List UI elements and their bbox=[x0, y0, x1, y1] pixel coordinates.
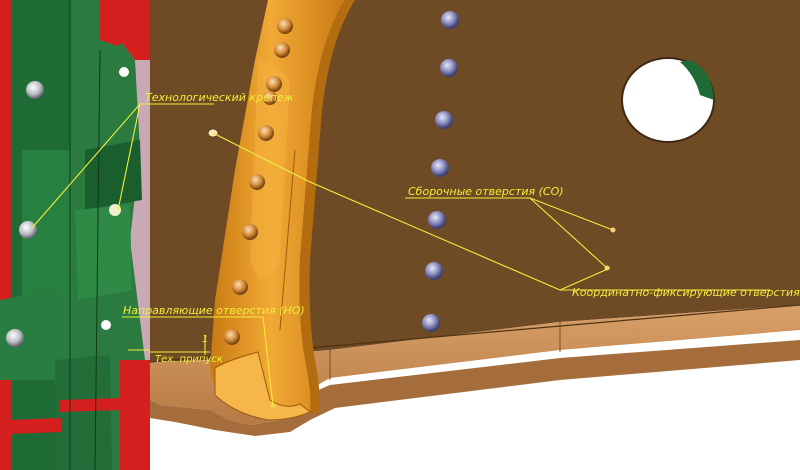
frame-flange-right bbox=[299, 0, 355, 414]
bolt bbox=[422, 314, 440, 332]
nut bbox=[109, 204, 121, 216]
frame-rivets bbox=[224, 18, 293, 345]
fixture-red-lower bbox=[120, 360, 150, 470]
label-coord-fixing-holes: Координатно-фиксирующие отверстия (КФО) bbox=[572, 286, 800, 299]
label-guide-holes: Направляющие отверстия (НО) bbox=[123, 304, 305, 317]
label-tech-allowance: Тех. припуск bbox=[155, 354, 223, 365]
rivet bbox=[249, 174, 265, 190]
nut bbox=[119, 67, 129, 77]
bolt bbox=[428, 211, 446, 229]
rivet bbox=[266, 76, 282, 92]
bolt bbox=[440, 59, 458, 77]
rivet bbox=[232, 279, 248, 295]
nut bbox=[26, 81, 44, 99]
rivet bbox=[258, 125, 274, 141]
fixture-red-strip bbox=[60, 398, 120, 412]
fixture-red-strip-2 bbox=[8, 418, 62, 434]
leader-lines bbox=[31, 103, 770, 407]
leader-so-2 bbox=[529, 197, 608, 269]
hole-background-part bbox=[680, 60, 714, 100]
leader-kfo-2 bbox=[559, 267, 611, 291]
nut bbox=[19, 221, 37, 239]
panel-flange bbox=[150, 305, 800, 425]
fixture-nuts bbox=[6, 67, 129, 347]
frame-highlight bbox=[250, 60, 290, 280]
fixture-leg bbox=[55, 355, 112, 470]
frame-bottom-cup bbox=[214, 351, 311, 421]
label-allowance-value: 1 bbox=[202, 334, 208, 345]
assembly-fixture bbox=[0, 0, 150, 470]
leader-kfo-1 bbox=[212, 132, 561, 291]
leader-guide-hole bbox=[122, 316, 274, 407]
fixture-edge-2 bbox=[94, 49, 101, 470]
bolt bbox=[441, 11, 459, 29]
fixture-arm-2 bbox=[75, 205, 132, 300]
bolt bbox=[435, 111, 453, 129]
fixture-clamp bbox=[85, 140, 142, 210]
rivet bbox=[277, 18, 293, 34]
frame-crease bbox=[279, 149, 296, 331]
fixture-red-top bbox=[110, 0, 150, 60]
fixture-base bbox=[0, 290, 80, 380]
label-assembly-holes: Сборочные отверстия (СО) bbox=[408, 185, 564, 198]
bolt bbox=[431, 159, 449, 177]
rivet bbox=[274, 42, 290, 58]
bolt bbox=[425, 262, 443, 280]
leader-tech-fastening-2 bbox=[31, 103, 141, 229]
label-tech-fastening: Технологический крепеж bbox=[145, 91, 294, 104]
fixture-arm bbox=[22, 150, 72, 330]
rivet bbox=[224, 329, 240, 345]
nut bbox=[101, 320, 111, 330]
rivet bbox=[263, 91, 277, 105]
rivet bbox=[242, 224, 258, 240]
temporary-bolts bbox=[422, 11, 459, 332]
nut bbox=[6, 329, 24, 347]
